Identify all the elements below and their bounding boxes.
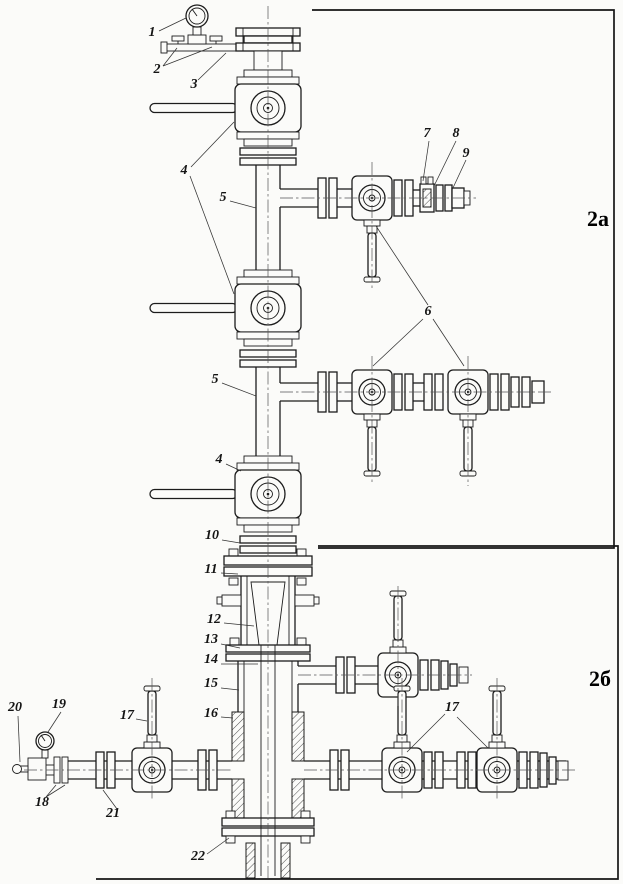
- casing-left-branch: [12, 685, 232, 793]
- callout-label: 19: [52, 697, 66, 712]
- section-2a-frame: [312, 9, 615, 549]
- callout-9: 9: [451, 146, 470, 191]
- callout-label: 12: [207, 612, 221, 627]
- callout-18: 18: [35, 784, 66, 810]
- master-valve-upper: [149, 69, 302, 147]
- callout-17-left: 17: [120, 708, 148, 723]
- callout-label: 4: [180, 163, 188, 178]
- callout-3: 3: [190, 52, 227, 92]
- needle-valve-wheel-icon: [171, 35, 185, 42]
- callout-17-right: 17: [406, 700, 489, 753]
- callout-5-upper: 5: [220, 190, 257, 209]
- callout-label: 2: [153, 62, 161, 77]
- choke-assembly: [413, 176, 471, 213]
- callout-label: 22: [190, 849, 205, 864]
- callout-22: 22: [190, 837, 230, 864]
- wing-branch-choke: [280, 175, 471, 283]
- section-label-2b: 2б: [589, 666, 611, 691]
- callout-12: 12: [207, 612, 255, 627]
- callout-label: 14: [204, 652, 218, 667]
- master-valve-middle: [149, 269, 302, 347]
- callout-label: 5: [220, 190, 227, 205]
- needle-valve-wheel-icon: [209, 35, 223, 42]
- callout-label: 13: [204, 632, 218, 647]
- wing-branch-double: [280, 369, 545, 477]
- callout-4-lower: 4: [215, 452, 242, 472]
- callout-6: 6: [372, 225, 465, 367]
- callout-1: 1: [149, 17, 187, 40]
- callout-label: 15: [204, 676, 218, 691]
- needle-valve-wheel-icon: [12, 764, 22, 774]
- callout-label: 18: [35, 795, 49, 810]
- casing-head-cross: [231, 711, 305, 819]
- section-2b-frame: [96, 545, 619, 880]
- callout-11: 11: [204, 562, 239, 577]
- callout-14: 14: [204, 652, 258, 667]
- callout-label: 5: [212, 372, 219, 387]
- casing-right-branch: [304, 685, 569, 793]
- callout-label: 11: [204, 562, 217, 577]
- tubing-string: [245, 645, 291, 879]
- callout-label: 9: [463, 146, 470, 161]
- callout-4-upper: 4: [180, 121, 235, 295]
- callout-13: 13: [204, 632, 241, 649]
- callout-label: 6: [425, 304, 432, 319]
- branch-end-cap: [557, 760, 569, 781]
- callout-19: 19: [47, 697, 66, 733]
- callout-5-lower: 5: [212, 372, 257, 397]
- callout-15: 15: [204, 676, 240, 691]
- callout-label: 17: [120, 708, 135, 723]
- callout-label: 7: [424, 126, 432, 141]
- callout-label: 20: [7, 700, 22, 715]
- tubing-spool-lower: [255, 367, 281, 456]
- callout-label: 3: [190, 77, 198, 92]
- callout-label: 10: [205, 528, 219, 543]
- tubing-spool-upper: [255, 165, 281, 270]
- master-valve-lower: [149, 455, 302, 533]
- centerlines: [24, 6, 578, 878]
- callout-label: 17: [445, 700, 460, 715]
- callout-label: 21: [105, 806, 120, 821]
- callout-20: 20: [7, 700, 22, 763]
- gauge-assembly-left: [12, 731, 69, 784]
- callout-label: 8: [453, 126, 460, 141]
- tubing-head-branch: [298, 590, 469, 698]
- callout-21: 21: [102, 789, 120, 821]
- callout-label: 1: [149, 25, 156, 40]
- pipe-end-cap: [160, 41, 168, 54]
- section-label-2a: 2а: [587, 206, 609, 231]
- callout-8: 8: [433, 126, 460, 187]
- callout-10: 10: [205, 528, 241, 544]
- callout-label: 16: [204, 706, 218, 721]
- callout-2: 2: [153, 46, 213, 77]
- callout-7: 7: [422, 126, 432, 182]
- callout-label: 4: [215, 452, 223, 467]
- callout-16: 16: [204, 706, 234, 721]
